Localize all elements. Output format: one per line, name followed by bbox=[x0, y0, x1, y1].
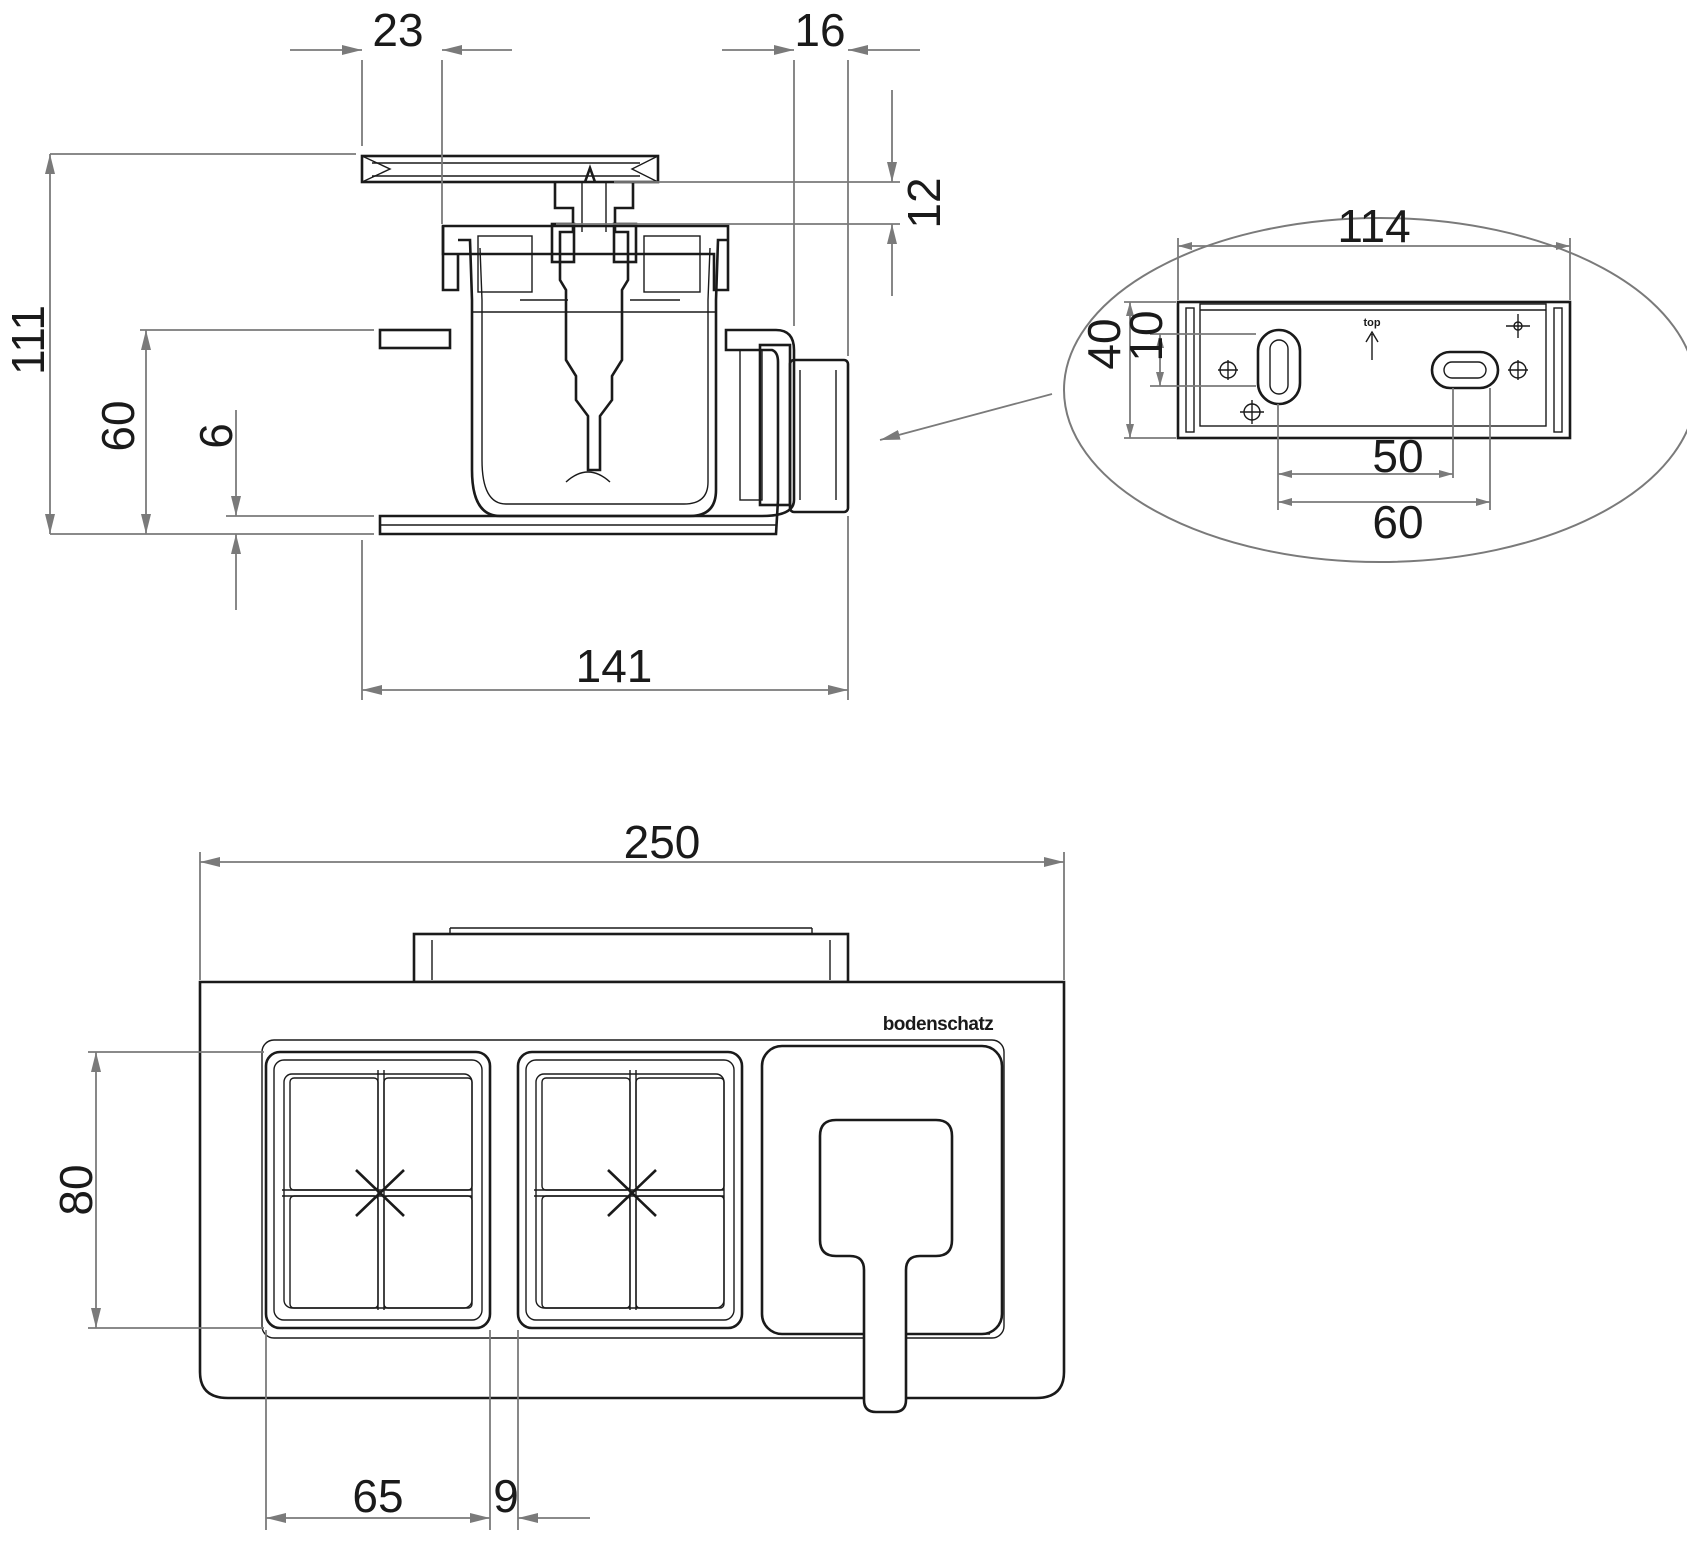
dim-10: 10 bbox=[1120, 310, 1172, 361]
side-view: 23 16 12 111 60 6 141 bbox=[2, 4, 950, 700]
dim-111: 111 bbox=[2, 305, 54, 375]
lid bbox=[360, 154, 660, 184]
dim-80: 80 bbox=[50, 1164, 102, 1215]
vertical-slot bbox=[1256, 328, 1302, 406]
top-label: top bbox=[1363, 317, 1380, 329]
dim-141: 141 bbox=[576, 640, 653, 692]
tray-middle bbox=[516, 1050, 744, 1330]
detail-view: top 114 40 10 50 60 bbox=[879, 200, 1687, 563]
top-view: bodenschatz bbox=[50, 816, 1066, 1530]
handle-compartment bbox=[760, 1044, 1004, 1414]
dim-9: 9 bbox=[493, 1470, 519, 1522]
brand-logo: bodenschatz bbox=[883, 1014, 994, 1035]
back-box bbox=[412, 932, 850, 984]
dim-23: 23 bbox=[372, 4, 423, 56]
top-arrow-icon bbox=[1365, 330, 1379, 360]
dim-60-detail: 60 bbox=[1372, 496, 1423, 548]
dim-250: 250 bbox=[624, 816, 701, 868]
dim-65: 65 bbox=[352, 1470, 403, 1522]
base-plate bbox=[378, 328, 796, 536]
dim-6: 6 bbox=[190, 423, 242, 449]
dim-40: 40 bbox=[1078, 318, 1130, 369]
mounting-plate bbox=[1176, 300, 1572, 440]
dim-60-side: 60 bbox=[92, 400, 144, 451]
dim-114: 114 bbox=[1337, 200, 1410, 252]
dim-12: 12 bbox=[898, 177, 950, 228]
detail-bubble bbox=[1063, 217, 1687, 563]
handle bbox=[818, 1118, 954, 1414]
cup bbox=[458, 238, 728, 518]
tray-left bbox=[264, 1050, 492, 1330]
horizontal-slot bbox=[1430, 350, 1500, 390]
dim-16: 16 bbox=[794, 4, 845, 56]
spindle bbox=[553, 182, 635, 472]
dim-50: 50 bbox=[1372, 430, 1423, 482]
